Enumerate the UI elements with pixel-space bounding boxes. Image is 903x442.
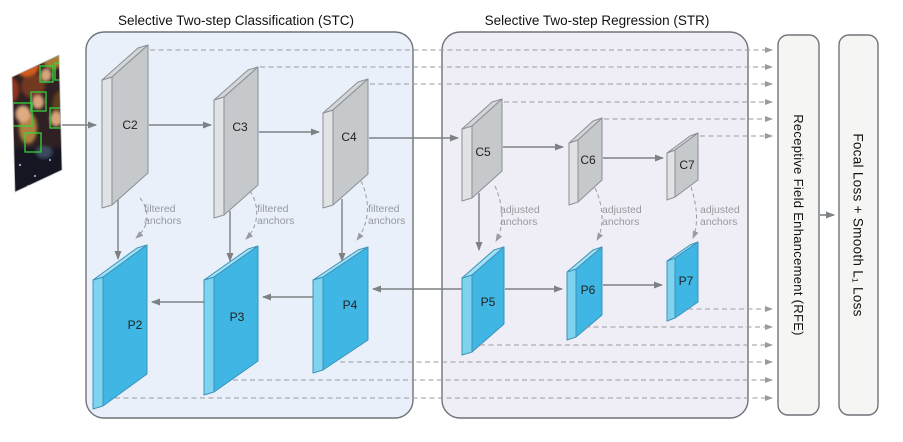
filtered-anchors-label-c3-line2: anchors bbox=[257, 215, 294, 227]
adjusted-anchors-label-c6: adjusted bbox=[602, 204, 642, 216]
block-p5-front-face bbox=[471, 246, 505, 353]
flow-arrows bbox=[62, 121, 835, 306]
block-p2-label: P2 bbox=[128, 318, 143, 332]
block-c5-front-face bbox=[471, 98, 503, 199]
skip-connections-top bbox=[150, 47, 773, 139]
block-c2-front-face bbox=[111, 44, 149, 206]
block-c7-label: C7 bbox=[679, 158, 695, 172]
filtered-anchors-label-c2-line2: anchors bbox=[144, 215, 181, 227]
block-c2-side-face bbox=[101, 76, 113, 209]
block-c6-side-face bbox=[568, 139, 579, 206]
filtered-anchors-label-c2: filtered bbox=[144, 203, 176, 215]
block-p3-side-face bbox=[203, 276, 215, 396]
block-c5-label: C5 bbox=[475, 145, 491, 159]
anchor-flow-c2-p2 bbox=[135, 197, 148, 239]
adjusted-anchors-label-c7: adjusted bbox=[700, 204, 740, 216]
anchor-flow-c6-p6 bbox=[594, 187, 604, 241]
block-c2-label: C2 bbox=[122, 118, 138, 132]
input-photo-border bbox=[11, 54, 63, 193]
block-p7-label: P7 bbox=[679, 274, 694, 288]
block-c5-side-face bbox=[461, 125, 473, 202]
str-panel bbox=[441, 31, 749, 419]
block-c6-label: C6 bbox=[580, 153, 596, 167]
rfe-label: Receptive Field Enhancement (RFE) bbox=[791, 114, 806, 336]
filtered-anchors-label-c3: filtered bbox=[257, 203, 289, 215]
block-p3-label: P3 bbox=[230, 310, 245, 324]
block-p4-side-face bbox=[312, 276, 324, 374]
input-image bbox=[11, 54, 63, 193]
anchor-flow-c5-p5 bbox=[494, 185, 503, 242]
block-p5-label: P5 bbox=[481, 295, 496, 309]
loss-label: Focal Loss + Smooth L₁ Loss bbox=[851, 133, 866, 316]
loss-box bbox=[838, 34, 879, 416]
stc-title: Selective Two-step Classification (STC) bbox=[118, 13, 354, 28]
str-title: Selective Two-step Regression (STR) bbox=[485, 13, 710, 28]
block-p2-side-face bbox=[92, 276, 104, 410]
filtered-anchors-label-c4: filtered bbox=[368, 203, 400, 215]
anchor-flow-arrows bbox=[135, 180, 699, 242]
block-c6-front-face bbox=[577, 117, 603, 203]
block-p3-front-face bbox=[213, 245, 259, 393]
block-c3-label: C3 bbox=[232, 120, 248, 134]
block-c3-side-face bbox=[213, 96, 225, 219]
block-p6-label: P6 bbox=[581, 283, 596, 297]
block-p6-front-face bbox=[575, 246, 603, 338]
anchor-flow-c7-p7 bbox=[690, 186, 699, 239]
block-c3-front-face bbox=[223, 66, 259, 216]
block-c4-front-face bbox=[332, 78, 369, 206]
block-c4-label: C4 bbox=[341, 130, 357, 144]
anchor-flow-c4-p4 bbox=[356, 180, 368, 241]
block-p2-front-face bbox=[102, 244, 148, 407]
block-p4-label: P4 bbox=[343, 298, 358, 312]
adjusted-anchors-label-c5-line2: anchors bbox=[500, 216, 537, 228]
block-p5-side-face bbox=[461, 274, 473, 356]
block-c4-side-face bbox=[322, 109, 334, 209]
block-c7-front-face bbox=[674, 132, 699, 198]
input-photo-content bbox=[12, 55, 62, 192]
block-p6-side-face bbox=[566, 268, 577, 341]
adjusted-anchors-label-c6-line2: anchors bbox=[602, 216, 639, 228]
block-p4-front-face bbox=[322, 246, 369, 371]
adjusted-anchors-label-c7-line2: anchors bbox=[700, 216, 737, 228]
block-c7-side-face bbox=[666, 149, 676, 201]
anchor-labels: filtered anchors filtered anchors filter… bbox=[144, 203, 740, 228]
adjusted-anchors-label-c5: adjusted bbox=[500, 204, 540, 216]
filtered-anchors-label-c4-line2: anchors bbox=[368, 215, 405, 227]
block-p7-side-face bbox=[666, 257, 676, 322]
skip-connections-bottom bbox=[115, 306, 773, 401]
block-p7-front-face bbox=[674, 241, 699, 319]
rfe-box bbox=[777, 34, 820, 416]
